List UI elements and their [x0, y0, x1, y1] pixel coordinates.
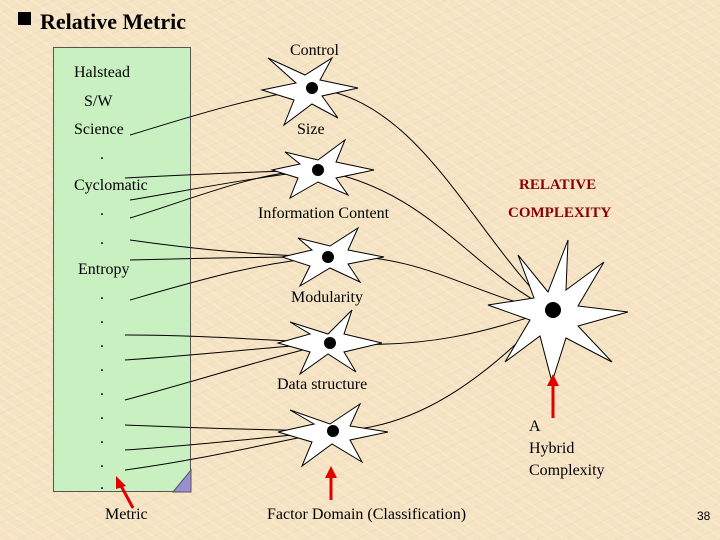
- factor-node-modularity: [276, 309, 383, 376]
- factor-node-datastructure: [277, 402, 389, 468]
- factor-label-control: Control: [290, 42, 339, 59]
- hybrid-label-1: A: [529, 418, 541, 435]
- metric-item-dot: .: [100, 146, 104, 163]
- factor-label-info: Information Content: [258, 205, 390, 222]
- datastructure-dot: [327, 425, 339, 437]
- red-arrows: [116, 374, 559, 509]
- metric-item-dot: .: [100, 286, 104, 303]
- metric-item-sw: S/W: [84, 93, 113, 110]
- metric-item-entropy: Entropy: [78, 261, 130, 278]
- metric-item-dot: .: [100, 430, 104, 447]
- metric-item-dot: .: [100, 334, 104, 351]
- metric-bottom-label: Metric: [105, 506, 148, 523]
- page-title: Relative Metric: [40, 9, 186, 34]
- metric-to-factor-curves: [124, 87, 334, 471]
- factor-label-size: Size: [297, 121, 325, 138]
- factor-label-datastructure: Data structure: [277, 376, 368, 393]
- hybrid-label-3: Complexity: [529, 462, 605, 479]
- control-dot: [306, 82, 318, 94]
- size-dot: [312, 164, 324, 176]
- metric-item-dot: .: [100, 382, 104, 399]
- factor-node-size: [270, 138, 375, 200]
- metric-item-dot: .: [100, 231, 104, 248]
- relative-complexity-dot: [545, 302, 561, 318]
- metric-item-dot: .: [100, 358, 104, 375]
- curve-size-rc: [317, 169, 553, 311]
- metric-item-dot: .: [100, 202, 104, 219]
- factor-domain-arrow-head: [325, 466, 337, 478]
- metric-list-panel: [53, 47, 191, 492]
- modularity-dot: [324, 337, 336, 349]
- hybrid-arrow-head: [547, 374, 559, 386]
- page-number: 38: [697, 509, 711, 523]
- hybrid-label-2: Hybrid: [529, 440, 575, 457]
- factor-node-info: [280, 226, 385, 288]
- metric-arrow-shaft: [118, 483, 135, 509]
- curve-control-rc: [311, 87, 553, 311]
- metric-item-dot: .: [100, 454, 104, 471]
- metric-item-dot: .: [100, 310, 104, 327]
- factor-label-modularity: Modularity: [291, 289, 363, 306]
- relative-complexity-label-1: RELATIVE: [519, 177, 597, 193]
- metric-item-science: Science: [74, 121, 124, 138]
- metric-item-dot: .: [100, 406, 104, 423]
- metric-item-cyclomatic: Cyclomatic: [74, 177, 148, 194]
- relative-complexity-label-2: COMPLEXITY: [508, 205, 612, 221]
- metric-arrow-head: [116, 476, 126, 489]
- title-bullet-icon: [18, 12, 31, 25]
- factor-domain-label: Factor Domain (Classification): [267, 506, 467, 523]
- info-dot: [322, 251, 334, 263]
- relative-complexity-node: [487, 239, 629, 384]
- factor-node-control: [260, 56, 359, 127]
- curve-ds-rc: [332, 309, 553, 432]
- metric-item-dot: .: [100, 476, 104, 493]
- metric-item-halstead: Halstead: [74, 64, 130, 81]
- panel-folded-corner: [171, 468, 192, 493]
